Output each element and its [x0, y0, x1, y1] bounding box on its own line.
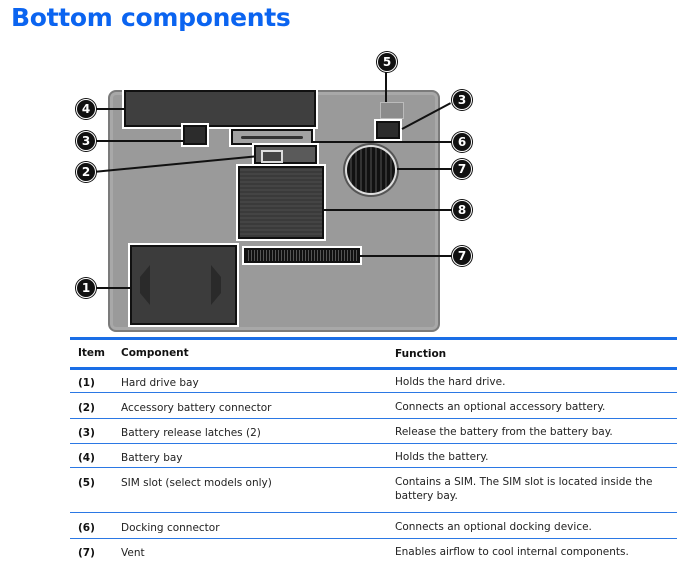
callout-3-right: 3	[452, 90, 472, 110]
header-bottom-rule	[70, 367, 677, 370]
row-divider	[70, 512, 677, 513]
row-divider	[70, 443, 677, 444]
row-divider	[70, 467, 677, 468]
header-function: Function	[395, 348, 447, 360]
accessory-battery-connector	[252, 143, 319, 166]
row-divider	[70, 392, 677, 393]
row-3-function: Release the battery from the battery bay…	[395, 426, 613, 438]
callout-8: 8	[452, 200, 472, 220]
row-2-component: Accessory battery connector	[121, 402, 272, 414]
row-6-component: Docking connector	[121, 522, 220, 534]
row-1-component: Hard drive bay	[121, 377, 199, 389]
row-1-function: Holds the hard drive.	[395, 376, 506, 388]
callout-5: 5	[377, 52, 397, 72]
row-5-function: Contains a SIM. The SIM slot is located …	[395, 476, 653, 502]
leader-line-4	[93, 108, 124, 110]
callout-7-slot: 7	[452, 246, 472, 266]
docking-connector	[229, 127, 315, 147]
row-3-item: (3)	[78, 427, 95, 439]
row-7-item: (7)	[78, 547, 95, 559]
row-divider	[70, 538, 677, 539]
row-6-function: Connects an optional docking device.	[395, 521, 592, 533]
sim-slot	[380, 102, 404, 119]
row-5-item: (5)	[78, 477, 95, 489]
memory-compartment	[236, 164, 326, 241]
laptop-bottom-figure: 4 3 2 1 5 3 6 7 8 7	[0, 0, 677, 335]
leader-line-7-fan	[397, 168, 453, 170]
battery-bay	[122, 88, 318, 129]
row-4-component: Battery bay	[121, 452, 183, 464]
callout-7-fan: 7	[452, 159, 472, 179]
row-1-item: (1)	[78, 377, 95, 389]
leader-line-5	[385, 70, 387, 102]
leader-line-8	[324, 209, 453, 211]
row-2-item: (2)	[78, 402, 95, 414]
row-divider	[70, 418, 677, 419]
table-top-rule	[70, 337, 677, 340]
callout-1: 1	[76, 278, 96, 298]
row-4-function: Holds the battery.	[395, 451, 489, 463]
fan-vent	[345, 145, 397, 195]
row-7-function: Enables airflow to cool internal compone…	[395, 546, 629, 558]
leader-line-7-slot	[360, 255, 453, 257]
callout-4: 4	[76, 99, 96, 119]
callout-3-left: 3	[76, 131, 96, 151]
row-3-component: Battery release latches (2)	[121, 427, 261, 439]
slot-vent	[242, 246, 362, 265]
battery-release-latch-left	[181, 123, 209, 147]
hard-drive-bay	[128, 243, 239, 327]
callout-6: 6	[452, 132, 472, 152]
header-component: Component	[121, 347, 189, 359]
row-2-function: Connects an optional accessory battery.	[395, 401, 606, 413]
leader-line-6	[313, 141, 453, 143]
page-title: Bottom components	[11, 3, 291, 32]
row-7-component: Vent	[121, 547, 145, 559]
header-item: Item	[78, 347, 105, 359]
row-6-item: (6)	[78, 522, 95, 534]
row-5-component: SIM slot (select models only)	[121, 477, 272, 489]
row-4-item: (4)	[78, 452, 95, 464]
leader-line-3-left	[93, 140, 183, 142]
battery-release-latch-right	[374, 119, 402, 141]
callout-2: 2	[76, 162, 96, 182]
leader-line-1	[93, 287, 130, 289]
